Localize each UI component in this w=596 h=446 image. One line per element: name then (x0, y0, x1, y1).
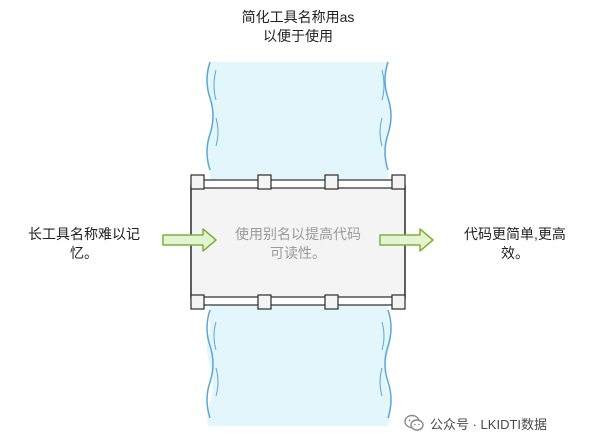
left-label-line-2: 忆。 (70, 245, 98, 261)
wechat-icon (404, 414, 424, 431)
left-label-line-1: 长工具名称难以记 (28, 226, 140, 242)
center-label: 使用别名以提高代码 可读性。 (205, 225, 391, 263)
top-label: 简化工具名称用as 以便于使用 (200, 8, 396, 46)
center-label-line-2: 可读性。 (270, 245, 326, 261)
top-railing (195, 179, 401, 189)
watermark: 公众号 · LKIDTI数据 (404, 412, 547, 434)
bottom-post-4 (391, 294, 406, 310)
left-label: 长工具名称难以记 忆。 (14, 225, 154, 263)
top-post-4 (391, 174, 406, 190)
bottom-post-3 (324, 294, 339, 310)
bottom-railing (195, 296, 401, 306)
top-label-line-2: 以便于使用 (263, 28, 333, 44)
river-ripple-right (379, 69, 385, 397)
left-arrow (162, 228, 217, 252)
bottom-post-1 (190, 294, 205, 310)
river-bank-left (206, 61, 214, 419)
river-ripple-left (213, 69, 219, 397)
right-label: 代码更简单,更高 效。 (440, 225, 590, 263)
right-arrow (379, 228, 434, 252)
top-label-line-1: 简化工具名称用as (241, 9, 355, 25)
top-post-1 (190, 174, 205, 190)
top-post-2 (257, 174, 272, 190)
center-label-line-1: 使用别名以提高代码 (235, 226, 361, 242)
right-label-line-1: 代码更简单,更高 (464, 226, 566, 242)
top-post-3 (324, 174, 339, 190)
bottom-post-2 (257, 294, 272, 310)
river-bank-right (384, 61, 392, 419)
watermark-text: 公众号 · LKIDTI数据 (430, 416, 548, 432)
right-label-line-2: 效。 (501, 245, 529, 261)
